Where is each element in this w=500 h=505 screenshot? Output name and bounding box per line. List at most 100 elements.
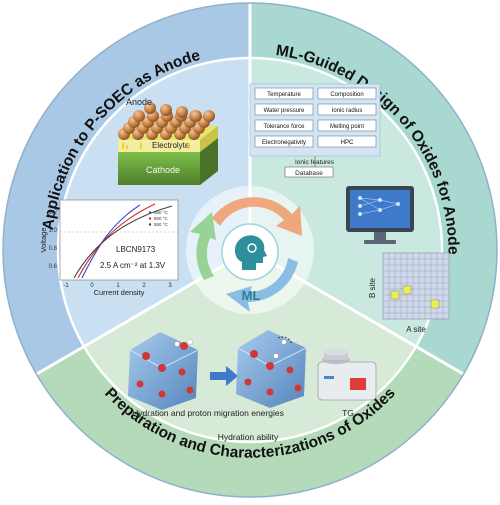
y-tick-label: 0.8 xyxy=(49,246,58,252)
feature-box xyxy=(317,87,377,100)
x-tick-label: 1 xyxy=(116,283,120,289)
tg-display xyxy=(350,378,366,390)
anode-label: Anode xyxy=(126,97,152,107)
reaction-arrow xyxy=(210,366,238,386)
migration-arrow xyxy=(277,336,293,345)
feature-label: Ionic radius xyxy=(332,108,363,114)
grid-cell-2 xyxy=(402,285,412,295)
cathode-front xyxy=(118,152,200,185)
tg-lid-side xyxy=(324,352,348,360)
center-label: ML xyxy=(242,288,261,303)
grid-cell-3 xyxy=(430,299,440,309)
feature-label: Composition xyxy=(330,92,363,98)
grid-cell-1 xyxy=(390,290,400,300)
proton-2 xyxy=(281,339,287,345)
legend-entry: 600 °C xyxy=(154,216,169,221)
feature-box xyxy=(317,103,377,116)
iv-curve-2 xyxy=(77,203,156,279)
grid-bg xyxy=(382,252,450,320)
y-tick-label: 1.0 xyxy=(49,228,58,234)
plot-xlabel: Current density xyxy=(94,288,145,297)
ionic-features-label: Ionic features xyxy=(295,159,335,166)
cycle-arrow-orange xyxy=(212,197,302,236)
x-tick-label: 3 xyxy=(168,283,172,289)
legend-marker xyxy=(148,217,152,220)
feature-label: Electronegativity xyxy=(262,140,306,146)
outer-circle-border xyxy=(2,2,498,498)
legend-entry: 650 °C xyxy=(154,210,169,215)
feature-box xyxy=(254,119,314,132)
feature-box xyxy=(254,135,314,148)
database-label: Database xyxy=(295,170,323,177)
ability-label: Hydration ability xyxy=(218,432,279,442)
feature-box xyxy=(254,103,314,116)
x-tick-label: 2 xyxy=(142,283,146,289)
electrolyte-label: Electrolyte xyxy=(152,141,190,150)
iv-curve-1 xyxy=(81,204,141,279)
legend-marker xyxy=(148,223,152,226)
feature-box xyxy=(317,119,377,132)
anode-particle xyxy=(176,106,188,118)
inner-circle-border xyxy=(56,56,444,444)
site-grid: B site A site xyxy=(368,252,450,334)
cycle-arrow-blue xyxy=(226,258,298,312)
cell-stack: Anode Electrolyte Cathode xyxy=(118,97,218,185)
b-site-label: B site xyxy=(368,277,377,298)
cycle-arrow-green xyxy=(190,212,216,280)
monitor-neck xyxy=(374,232,386,240)
anode-particle xyxy=(190,110,202,122)
electrolyte-side xyxy=(200,126,218,152)
y-tick-label: 1.2 xyxy=(49,210,58,216)
proton-1 xyxy=(273,353,279,359)
legend-entry: 550 °C xyxy=(154,222,169,227)
feature-label: Water pressure xyxy=(264,108,305,114)
a-site-label: A site xyxy=(406,325,426,334)
center-hub: ML xyxy=(186,186,314,314)
monitor-graphic xyxy=(346,186,414,244)
energies-label: Hydration and proton migration energies xyxy=(132,408,284,418)
crystal-left-atoms xyxy=(136,352,194,398)
monitor-base xyxy=(364,240,396,244)
anode-particle xyxy=(133,110,145,122)
tg-instrument: TG xyxy=(317,348,377,418)
result-label: 2.5 A cm⁻² at 1.3V xyxy=(100,261,166,270)
cathode-side xyxy=(200,138,218,185)
tg-label: TG xyxy=(342,408,354,418)
electrolyte-marks xyxy=(122,143,190,149)
anode-particles xyxy=(118,102,215,140)
feature-label: Melting point xyxy=(330,124,364,130)
head-icon xyxy=(234,235,267,270)
plot-frame xyxy=(59,199,179,281)
network-edges xyxy=(359,197,399,215)
plot-ylabel: Voltage xyxy=(39,227,48,252)
crystal-right xyxy=(236,330,307,408)
tg-body xyxy=(317,361,377,401)
head-gear-icon xyxy=(247,243,257,253)
plot-x-ticks: -1 0 1 2 3 xyxy=(63,283,172,289)
plot-y-ticks: 1.21.00.80.6 xyxy=(49,210,58,270)
anode-particle xyxy=(160,104,172,116)
tg-indicator xyxy=(324,376,334,379)
feature-box xyxy=(317,135,377,148)
x-tick-label: -1 xyxy=(63,283,69,289)
anode-particle xyxy=(144,102,156,114)
crystal-right-atoms xyxy=(244,350,302,396)
crystal-left xyxy=(128,332,199,410)
feature-label: HPC xyxy=(341,140,354,146)
water-molecule xyxy=(174,339,193,350)
electrolyte-front xyxy=(118,140,200,152)
legend-marker xyxy=(148,211,152,214)
iv-curve-3 xyxy=(73,205,173,279)
material-label: LBCN9173 xyxy=(116,245,156,254)
feature-label: Tolerance force xyxy=(263,124,305,130)
cathode-label: Cathode xyxy=(146,165,180,175)
tg-lid-top xyxy=(324,348,348,356)
x-tick-label: 0 xyxy=(90,283,94,289)
